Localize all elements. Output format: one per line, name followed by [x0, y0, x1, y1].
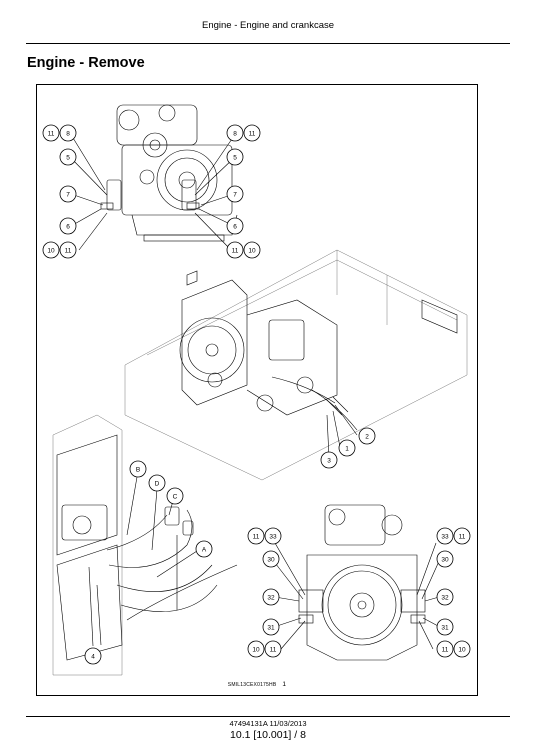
callout-31-bottom-left: 31: [262, 618, 280, 636]
chassis-view: [124, 249, 468, 481]
footer-page-ref: 10.1 [10.001] / 8: [230, 729, 306, 741]
svg-text:8: 8: [233, 131, 237, 138]
engine-front-view: [100, 104, 238, 242]
svg-text:1: 1: [345, 446, 349, 453]
callout-6-top-right: 6: [226, 217, 244, 235]
callout-11-bottom-right-bottom: 11: [436, 640, 454, 658]
figure-illustration: 11 8 5 7 6 10 11 8 11 5 7 6 11 10: [42, 104, 471, 676]
svg-text:10: 10: [458, 647, 466, 654]
svg-text:11: 11: [459, 534, 466, 541]
middle-callouts: 2 1 3: [320, 404, 376, 469]
callout-33-bottom-right: 33: [436, 527, 454, 545]
svg-text:8: 8: [66, 131, 70, 138]
svg-text:C: C: [173, 494, 178, 501]
callout-11-top-right: 11: [243, 124, 261, 142]
svg-text:10: 10: [248, 248, 256, 255]
svg-text:11: 11: [65, 248, 72, 255]
running-header: Engine - Engine and crankcase: [201, 20, 335, 31]
harness-detail-view: [52, 414, 238, 676]
svg-text:5: 5: [66, 155, 70, 162]
svg-text:33: 33: [269, 534, 277, 541]
svg-text:10: 10: [47, 248, 55, 255]
figure-reference-code: SMIL13CEX0175HB: [227, 682, 277, 688]
svg-text:32: 32: [267, 595, 275, 602]
callout-8-top-right: 8: [226, 124, 244, 142]
callout-8-top-left: 8: [59, 124, 77, 142]
callout-11-top-right-bottom: 11: [226, 241, 244, 259]
svg-text:5: 5: [233, 155, 237, 162]
footer-rule: [26, 716, 510, 717]
rear-callouts: 11 33 30 32 31 10 11 33 11 30 32 31 11 1…: [247, 527, 471, 658]
callout-32-bottom-left: 32: [262, 588, 280, 606]
svg-text:6: 6: [233, 224, 237, 231]
svg-text:33: 33: [441, 534, 449, 541]
top-callouts: 11 8 5 7 6 10 11 8 11 5 7 6 11 10: [42, 124, 261, 259]
svg-text:D: D: [155, 481, 160, 488]
callout-C: C: [166, 487, 184, 505]
callout-2-middle: 2: [358, 427, 376, 445]
callout-30-bottom-left: 30: [262, 550, 280, 568]
callout-10-bottom-left: 10: [247, 640, 265, 658]
figure-reference: SMIL13CEX0175HB 1: [37, 681, 477, 688]
callout-10-top-right: 10: [243, 241, 261, 259]
callout-1-middle: 1: [338, 439, 356, 457]
svg-text:2: 2: [365, 434, 369, 441]
figure-number: 1: [282, 681, 287, 688]
callout-11-bottom-left-bottom: 11: [264, 640, 282, 658]
callout-11-top-left: 11: [42, 124, 60, 142]
footer-doc-code: 47494131A 11/03/2013: [229, 719, 307, 728]
svg-text:10: 10: [252, 647, 260, 654]
svg-text:11: 11: [249, 131, 256, 138]
callout-11-top-left-bottom: 11: [59, 241, 77, 259]
svg-text:31: 31: [441, 625, 449, 632]
callout-A: A: [195, 540, 213, 558]
svg-text:6: 6: [66, 224, 70, 231]
svg-text:11: 11: [48, 131, 55, 138]
svg-text:11: 11: [442, 647, 449, 654]
callout-33-bottom-left: 33: [264, 527, 282, 545]
figure-engine-remove: 11 8 5 7 6 10 11 8 11 5 7 6 11 10: [36, 84, 478, 696]
callout-10-bottom-right: 10: [453, 640, 471, 658]
callout-D: D: [148, 474, 166, 492]
svg-text:A: A: [202, 547, 207, 554]
svg-text:32: 32: [441, 595, 449, 602]
svg-text:B: B: [136, 467, 140, 474]
svg-text:3: 3: [327, 458, 331, 465]
svg-text:7: 7: [66, 192, 70, 199]
svg-text:4: 4: [91, 654, 95, 661]
svg-text:11: 11: [253, 534, 260, 541]
svg-text:11: 11: [270, 647, 277, 654]
callout-31-bottom-right: 31: [436, 618, 454, 636]
callout-30-bottom-right: 30: [436, 550, 454, 568]
engine-rear-view: [298, 504, 426, 661]
header-rule: [26, 43, 510, 44]
callout-7-top-left: 7: [59, 185, 77, 203]
svg-text:30: 30: [267, 557, 275, 564]
section-title: Engine - Remove: [27, 55, 145, 71]
callout-32-bottom-right: 32: [436, 588, 454, 606]
callout-4: 4: [84, 647, 102, 665]
svg-text:30: 30: [441, 557, 449, 564]
svg-text:7: 7: [233, 192, 237, 199]
callout-11-bottom-left-top: 11: [247, 527, 265, 545]
callout-3-middle: 3: [320, 451, 338, 469]
harness-callouts: B D C A 4: [84, 460, 213, 665]
callout-11-bottom-right-top: 11: [453, 527, 471, 545]
callout-7-top-right: 7: [226, 185, 244, 203]
svg-text:11: 11: [232, 248, 239, 255]
callout-6-top-left: 6: [59, 217, 77, 235]
callout-5-top-right: 5: [226, 148, 244, 166]
callout-10-top-left: 10: [42, 241, 60, 259]
callout-5-top-left: 5: [59, 148, 77, 166]
callout-B: B: [129, 460, 147, 478]
svg-text:31: 31: [267, 625, 275, 632]
